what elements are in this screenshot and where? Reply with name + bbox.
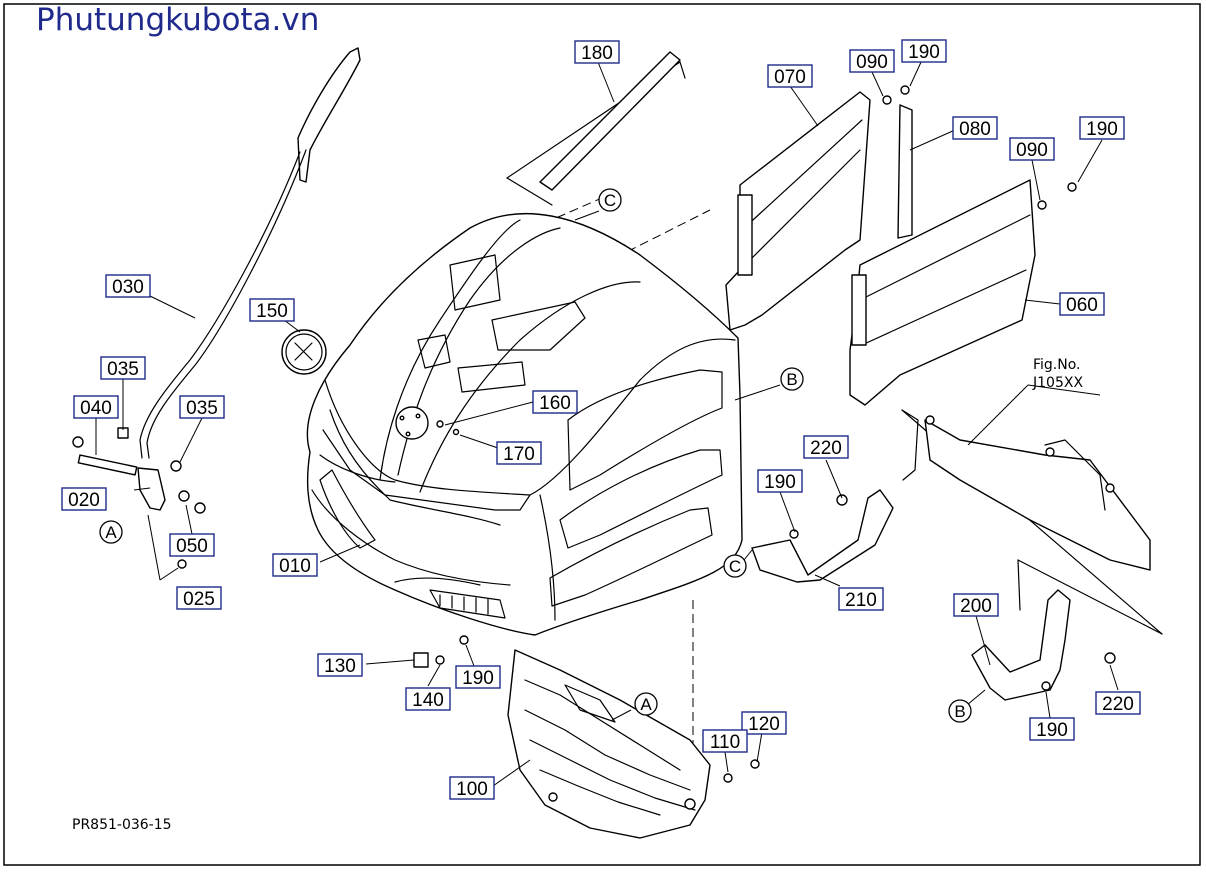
svg-text:200: 200 [960, 596, 992, 617]
svg-text:050: 050 [176, 536, 208, 557]
reference-markers: C B A C A B [99, 188, 972, 723]
part-200-stay [971, 589, 1116, 701]
part-030-rod [139, 47, 361, 459]
svg-text:120: 120 [748, 714, 780, 735]
marker-a: A [634, 692, 658, 716]
callout-220[interactable]: 220 [803, 435, 849, 459]
svg-text:B: B [786, 370, 797, 389]
callout-140[interactable]: 140 [405, 687, 451, 711]
callout-090[interactable]: 090 [1009, 137, 1055, 161]
callout-040[interactable]: 040 [73, 395, 119, 419]
part-180-strip [539, 51, 681, 191]
figure-reference-label: Fig.No. [1033, 357, 1081, 373]
callout-170[interactable]: 170 [496, 441, 542, 465]
svg-text:190: 190 [908, 42, 940, 63]
svg-text:220: 220 [810, 438, 842, 459]
svg-text:140: 140 [412, 690, 444, 711]
part-060-side-panel [849, 179, 1077, 406]
marker-b: B [948, 699, 972, 723]
svg-text:020: 020 [68, 490, 100, 511]
callout-190[interactable]: 190 [901, 39, 947, 63]
svg-text:060: 060 [1066, 295, 1098, 316]
drawing-reference-code: PR851-036-15 [72, 817, 172, 833]
callout-025[interactable]: 025 [176, 586, 222, 610]
frame-bracket-j105xx [924, 415, 1151, 571]
figure-reference: Fig.No. J105XX [1033, 356, 1083, 392]
svg-text:A: A [105, 523, 117, 542]
svg-text:C: C [729, 557, 741, 576]
svg-text:025: 025 [183, 589, 215, 610]
marker-c: C [723, 554, 747, 578]
callout-090[interactable]: 090 [849, 49, 895, 73]
part-150-emblem [281, 329, 327, 375]
callout-100[interactable]: 100 [449, 776, 495, 800]
callout-200[interactable]: 200 [953, 593, 999, 617]
bonnet-010 [306, 212, 743, 636]
callout-110[interactable]: 110 [702, 729, 748, 753]
callout-010[interactable]: 010 [272, 553, 318, 577]
callout-060[interactable]: 060 [1059, 292, 1105, 316]
callout-120[interactable]: 120 [741, 711, 787, 735]
svg-text:110: 110 [710, 732, 740, 753]
site-title: Phutungkubota.vn [36, 2, 320, 38]
sheet-border [3, 3, 1201, 866]
callout-210[interactable]: 210 [838, 587, 884, 611]
figure-reference-number: J105XX [1033, 375, 1084, 391]
callout-050[interactable]: 050 [169, 533, 215, 557]
part-callouts: 180 070 090 190 080 090 190 030 150 060 … [61, 39, 1141, 800]
callout-030[interactable]: 030 [105, 274, 151, 298]
svg-text:090: 090 [856, 52, 888, 73]
marker-a: A [99, 520, 123, 544]
part-080-trim [897, 104, 913, 239]
callout-180[interactable]: 180 [574, 40, 620, 64]
svg-text:035: 035 [186, 398, 218, 419]
callout-150[interactable]: 150 [249, 298, 295, 322]
svg-text:160: 160 [539, 393, 571, 414]
svg-text:010: 010 [279, 556, 311, 577]
callout-080[interactable]: 080 [952, 116, 998, 140]
svg-text:210: 210 [845, 590, 877, 611]
part-100-grille [507, 649, 760, 839]
part-130-140-hardware [413, 635, 469, 668]
marker-b: B [780, 367, 804, 391]
svg-text:030: 030 [112, 277, 144, 298]
svg-text:090: 090 [1016, 140, 1048, 161]
callout-035[interactable]: 035 [179, 395, 225, 419]
svg-text:070: 070 [774, 67, 806, 88]
svg-text:170: 170 [503, 444, 535, 465]
svg-text:130: 130 [324, 656, 356, 677]
svg-text:150: 150 [256, 301, 288, 322]
callout-160[interactable]: 160 [532, 390, 578, 414]
callout-190[interactable]: 190 [1079, 116, 1125, 140]
svg-text:220: 220 [1102, 694, 1134, 715]
svg-text:035: 035 [107, 359, 139, 380]
callout-070[interactable]: 070 [767, 64, 813, 88]
callout-130[interactable]: 130 [317, 653, 363, 677]
callout-020[interactable]: 020 [61, 487, 107, 511]
callout-190[interactable]: 190 [455, 665, 501, 689]
callout-220[interactable]: 220 [1095, 691, 1141, 715]
svg-text:B: B [954, 702, 965, 721]
svg-text:190: 190 [1036, 720, 1068, 741]
svg-text:100: 100 [456, 779, 488, 800]
svg-text:190: 190 [764, 472, 796, 493]
svg-text:040: 040 [80, 398, 112, 419]
svg-text:190: 190 [1086, 119, 1118, 140]
marker-c: C [598, 188, 622, 212]
svg-text:190: 190 [462, 668, 494, 689]
part-070-side-panel [725, 85, 910, 331]
leader-lines [95, 59, 1119, 787]
part-210-stay [751, 489, 894, 583]
callout-035[interactable]: 035 [100, 356, 146, 380]
svg-text:C: C [604, 191, 616, 210]
part-020-bracket [72, 427, 206, 569]
svg-text:080: 080 [959, 119, 991, 140]
callout-190[interactable]: 190 [757, 469, 803, 493]
svg-text:A: A [640, 695, 652, 714]
callout-190[interactable]: 190 [1029, 717, 1075, 741]
svg-text:180: 180 [581, 43, 613, 64]
